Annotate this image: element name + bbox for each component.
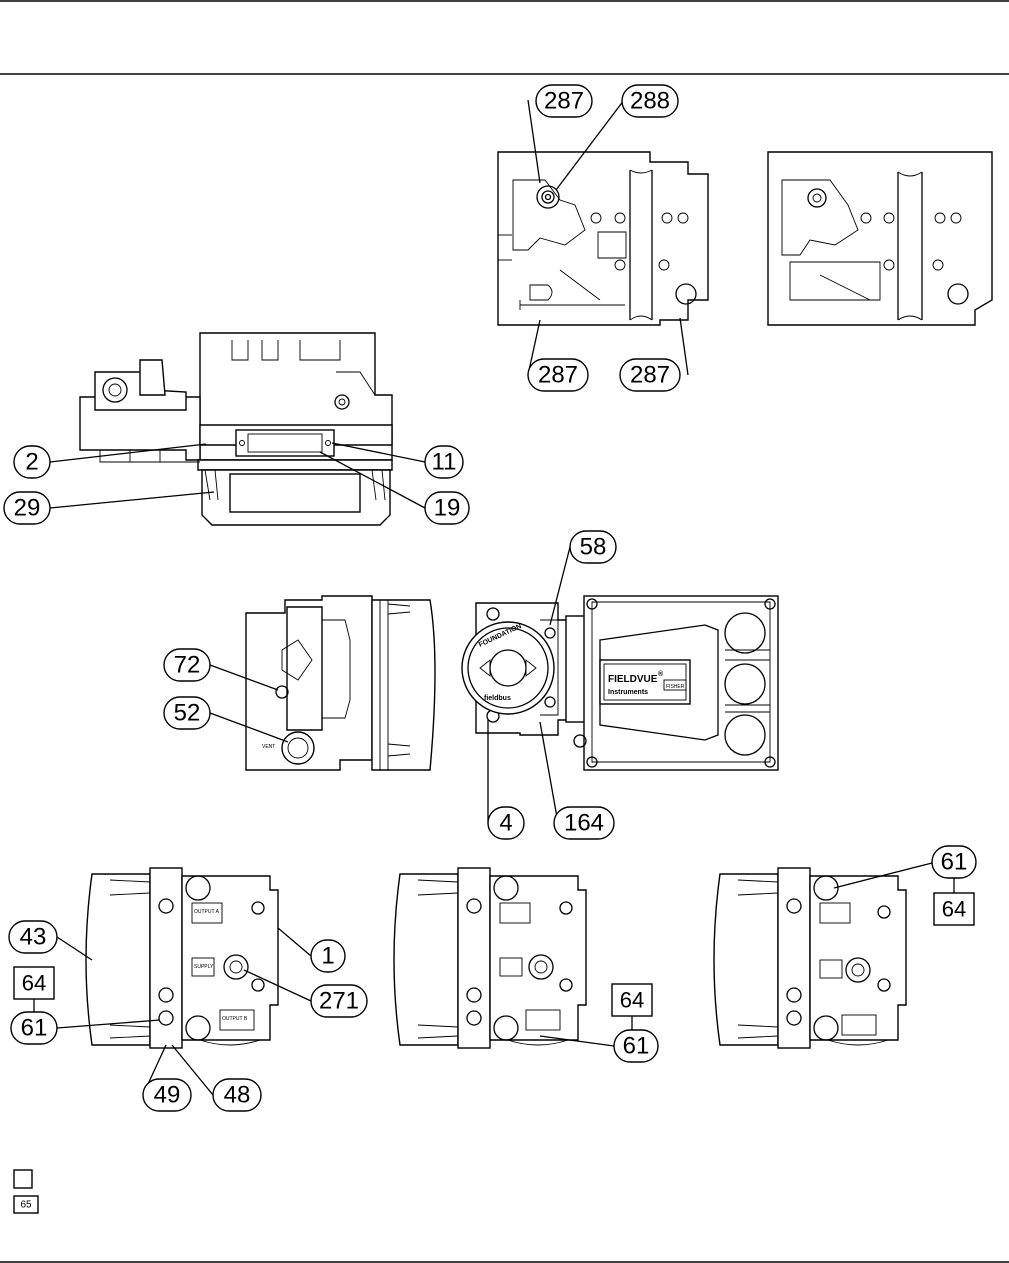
callout-4: 4 (487, 806, 525, 840)
svg-text:287: 287 (630, 362, 670, 389)
svg-text:288: 288 (630, 88, 670, 115)
callout-1: 1 (310, 939, 346, 973)
callout-287-bottom-left: 287 (527, 358, 589, 392)
instrument-side-view: VENT (245, 595, 436, 771)
callout-43: 43 (8, 920, 58, 954)
svg-text:164: 164 (564, 810, 604, 837)
manifold-rear-view (767, 151, 993, 326)
svg-text:64: 64 (942, 897, 966, 922)
callout-288: 288 (621, 84, 679, 118)
legend-key-number: 65 (20, 1200, 32, 1211)
instrument-front-view: FOUNDATION fieldbus FIELDVUE ® Instrumen… (461, 595, 779, 771)
svg-text:64: 64 (22, 971, 46, 996)
boxed-64-left: 64 (13, 966, 55, 1000)
svg-text:72: 72 (174, 652, 201, 679)
callout-29: 29 (3, 491, 51, 525)
callout-52: 52 (163, 696, 211, 730)
svg-text:61: 61 (941, 849, 968, 876)
callout-58: 58 (569, 530, 617, 564)
svg-text:19: 19 (434, 495, 461, 522)
svg-text:29: 29 (14, 495, 41, 522)
callout-271: 271 (310, 984, 368, 1018)
svg-text:43: 43 (20, 924, 47, 951)
svg-text:11: 11 (432, 449, 457, 476)
callout-61-right: 61 (931, 845, 977, 879)
callout-287-top-left: 287 (535, 84, 593, 118)
svg-text:2: 2 (25, 449, 38, 476)
svg-text:48: 48 (224, 1082, 251, 1109)
svg-text:61: 61 (21, 1015, 48, 1042)
port-b-label: OUTPUT B (222, 1016, 248, 1022)
svg-text:58: 58 (580, 534, 607, 561)
callout-49: 49 (142, 1078, 192, 1112)
callout-11: 11 (424, 445, 464, 479)
svg-text:52: 52 (174, 700, 201, 727)
callout-48: 48 (212, 1078, 262, 1112)
nameplate-brand: FIELDVUE (608, 674, 658, 685)
nameplate-registered: ® (658, 670, 664, 678)
svg-text:287: 287 (544, 88, 584, 115)
port-a-label: OUTPUT A (194, 909, 220, 915)
svg-text:1: 1 (321, 943, 334, 970)
svg-text:61: 61 (623, 1033, 650, 1060)
nameplate-maker: FISHER (666, 684, 685, 690)
svg-text:271: 271 (319, 988, 359, 1015)
bottom-view-1: OUTPUT A SUPPLY OUTPUT B (85, 867, 279, 1049)
instrument-top-view (79, 332, 393, 526)
callout-2: 2 (13, 445, 51, 479)
callout-61-middle: 61 (613, 1029, 659, 1063)
nameplate-sub: Instruments (608, 689, 648, 696)
leader-lines (33, 99, 955, 1096)
callout-19: 19 (424, 491, 470, 525)
svg-text:287: 287 (538, 362, 578, 389)
svg-text:4: 4 (499, 810, 512, 837)
callout-164: 164 (553, 806, 615, 840)
callout-61-left: 61 (10, 1011, 58, 1045)
svg-text:64: 64 (620, 988, 644, 1013)
cover-label-mid: fieldbus (484, 695, 511, 702)
bottom-view-3 (713, 867, 907, 1049)
legend-key: 65 (13, 1169, 39, 1214)
vent-port-label: VENT (262, 744, 275, 750)
manifold-front-view (497, 151, 709, 326)
callout-287-bottom-right: 287 (619, 358, 681, 392)
bottom-view-2 (393, 867, 587, 1049)
boxed-64-middle: 64 (611, 983, 653, 1017)
boxed-64-right: 64 (933, 892, 975, 926)
callout-72: 72 (163, 648, 211, 682)
svg-text:49: 49 (154, 1082, 181, 1109)
supply-label: SUPPLY (194, 964, 214, 970)
